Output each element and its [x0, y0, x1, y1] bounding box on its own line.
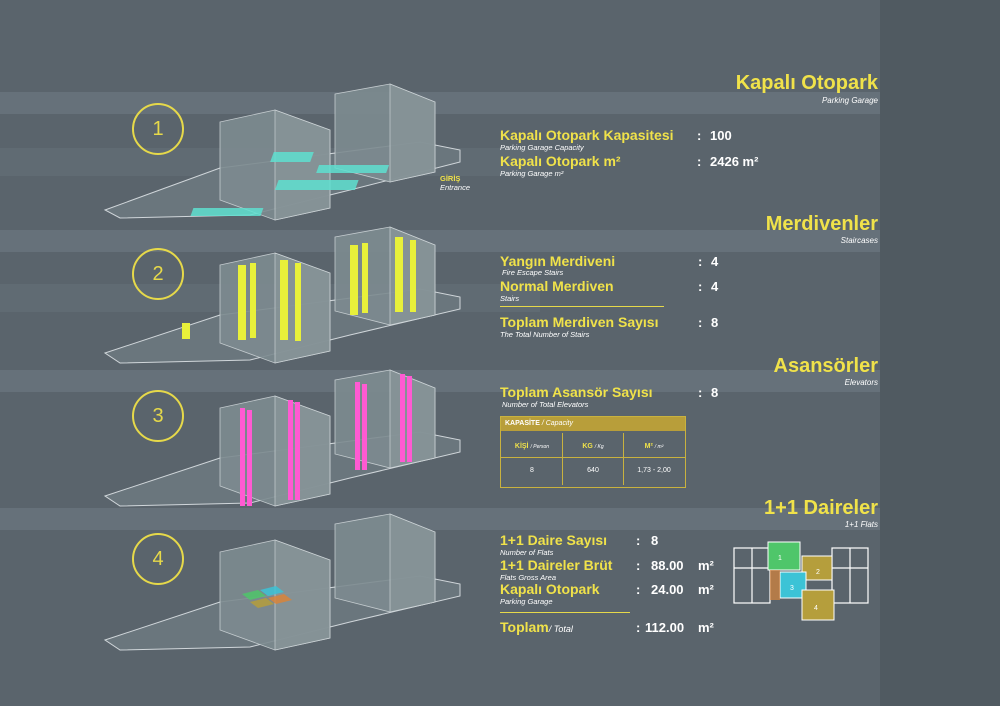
row-sep: :	[698, 385, 703, 400]
row-label: 1+1 Daireler Brüt	[500, 557, 613, 573]
row-sep: :	[636, 533, 641, 548]
row-sub: Fire Escape Stairs	[502, 268, 564, 277]
table-col-header: KİŞİ / Person	[514, 443, 550, 450]
elevator-capacity-table: KAPASİTE / Capacity KİŞİ / Person KG / K…	[500, 416, 686, 488]
row-sep: :	[636, 558, 641, 573]
section-number-4: 4	[132, 533, 184, 585]
table-row-divider	[501, 457, 685, 458]
row-unit: m²	[698, 558, 714, 573]
section-subtitle-1: Parking Garage	[821, 96, 878, 105]
row-label: 1+1 Daire Sayısı	[500, 532, 608, 548]
plan-label: 2	[816, 569, 820, 576]
building-isometric-parking	[103, 83, 461, 221]
row-sep: :	[698, 254, 703, 269]
building-isometric-stairs	[103, 226, 461, 364]
divider	[500, 612, 630, 613]
row-value: 4	[711, 279, 719, 294]
row-value: 2426 m²	[710, 154, 759, 169]
row-value: 4	[711, 254, 719, 269]
table-cell: 1,73 - 2,00	[637, 467, 671, 474]
row-sub: Parking Garage	[500, 597, 553, 606]
table-col-divider	[562, 433, 563, 485]
plan-label: 3	[790, 585, 794, 592]
row-sep: :	[697, 154, 702, 169]
section-subtitle-4: 1+1 Flats	[844, 520, 878, 529]
table-col-header: M² / m²	[644, 443, 664, 450]
total-unit: m²	[698, 620, 714, 635]
row-label: Toplam Asansör Sayısı	[500, 384, 653, 400]
row-sep: :	[698, 315, 703, 330]
row-value: 100	[710, 128, 732, 143]
section-subtitle-2: Staircases	[840, 236, 878, 245]
plan-label: 4	[814, 605, 818, 612]
building-isometric-flats	[103, 513, 461, 651]
right-strip	[880, 0, 1000, 706]
entrance-sub: Entrance	[440, 183, 471, 192]
building-isometric-elevators	[103, 369, 461, 507]
total-label: Toplam/ Total	[500, 619, 573, 635]
section-title-1: Kapalı Otopark	[735, 72, 878, 94]
section-number-1: 1	[132, 103, 184, 155]
section-title-4: 1+1 Daireler	[764, 497, 878, 519]
table-col-divider	[623, 433, 624, 485]
row-value: 8	[711, 385, 719, 400]
row-sep: :	[697, 128, 702, 143]
section-title-3: Asansörler	[773, 355, 879, 377]
total-value: 112.00	[645, 620, 685, 635]
section-title-2: Merdivenler	[765, 213, 878, 235]
table-col-header: KG / Kg	[582, 443, 604, 450]
row-value: 24.00	[651, 582, 684, 597]
divider	[500, 306, 664, 307]
band-2	[0, 230, 880, 252]
row-label: Kapalı Otopark Kapasitesi	[500, 127, 674, 143]
floor-plan: 1 2 3 4	[733, 541, 869, 621]
row-label: Toplam Merdiven Sayısı	[500, 314, 659, 330]
entrance-label: GİRİŞ	[440, 174, 461, 183]
table-cell: 8	[530, 467, 534, 474]
row-sub: Number of Flats	[500, 548, 554, 557]
table-header: KAPASİTE / Capacity	[501, 417, 685, 431]
row-sep: :	[698, 279, 703, 294]
row-value: 8	[711, 315, 719, 330]
table-cell: 640	[587, 467, 599, 474]
section-number-3: 3	[132, 390, 184, 442]
row-sub: Number of Total Elevators	[502, 400, 589, 409]
row-sub: The Total Number of Stairs	[500, 330, 590, 339]
section-number-2: 2	[132, 248, 184, 300]
row-value: 88.00	[651, 558, 684, 573]
band-4	[0, 508, 880, 530]
row-value: 8	[651, 533, 659, 548]
plan-label: 1	[778, 555, 782, 562]
band-3	[0, 370, 880, 392]
row-label: Kapalı Otopark m²	[500, 153, 621, 169]
band-1	[0, 92, 880, 114]
row-unit: m²	[698, 582, 714, 597]
section-subtitle-3: Elevators	[844, 378, 878, 387]
total-sep: :	[636, 620, 641, 635]
row-sub: Stairs	[500, 294, 520, 303]
row-sub: Parking Garage Capacity	[500, 143, 584, 152]
row-label: Kapalı Otopark	[500, 581, 600, 597]
row-sub: Flats Gross Area	[500, 573, 556, 582]
row-sub: Parking Garage m²	[500, 169, 564, 178]
row-sep: :	[636, 582, 641, 597]
row-label: Normal Merdiven	[500, 278, 614, 294]
row-label: Yangın Merdiveni	[500, 253, 616, 269]
